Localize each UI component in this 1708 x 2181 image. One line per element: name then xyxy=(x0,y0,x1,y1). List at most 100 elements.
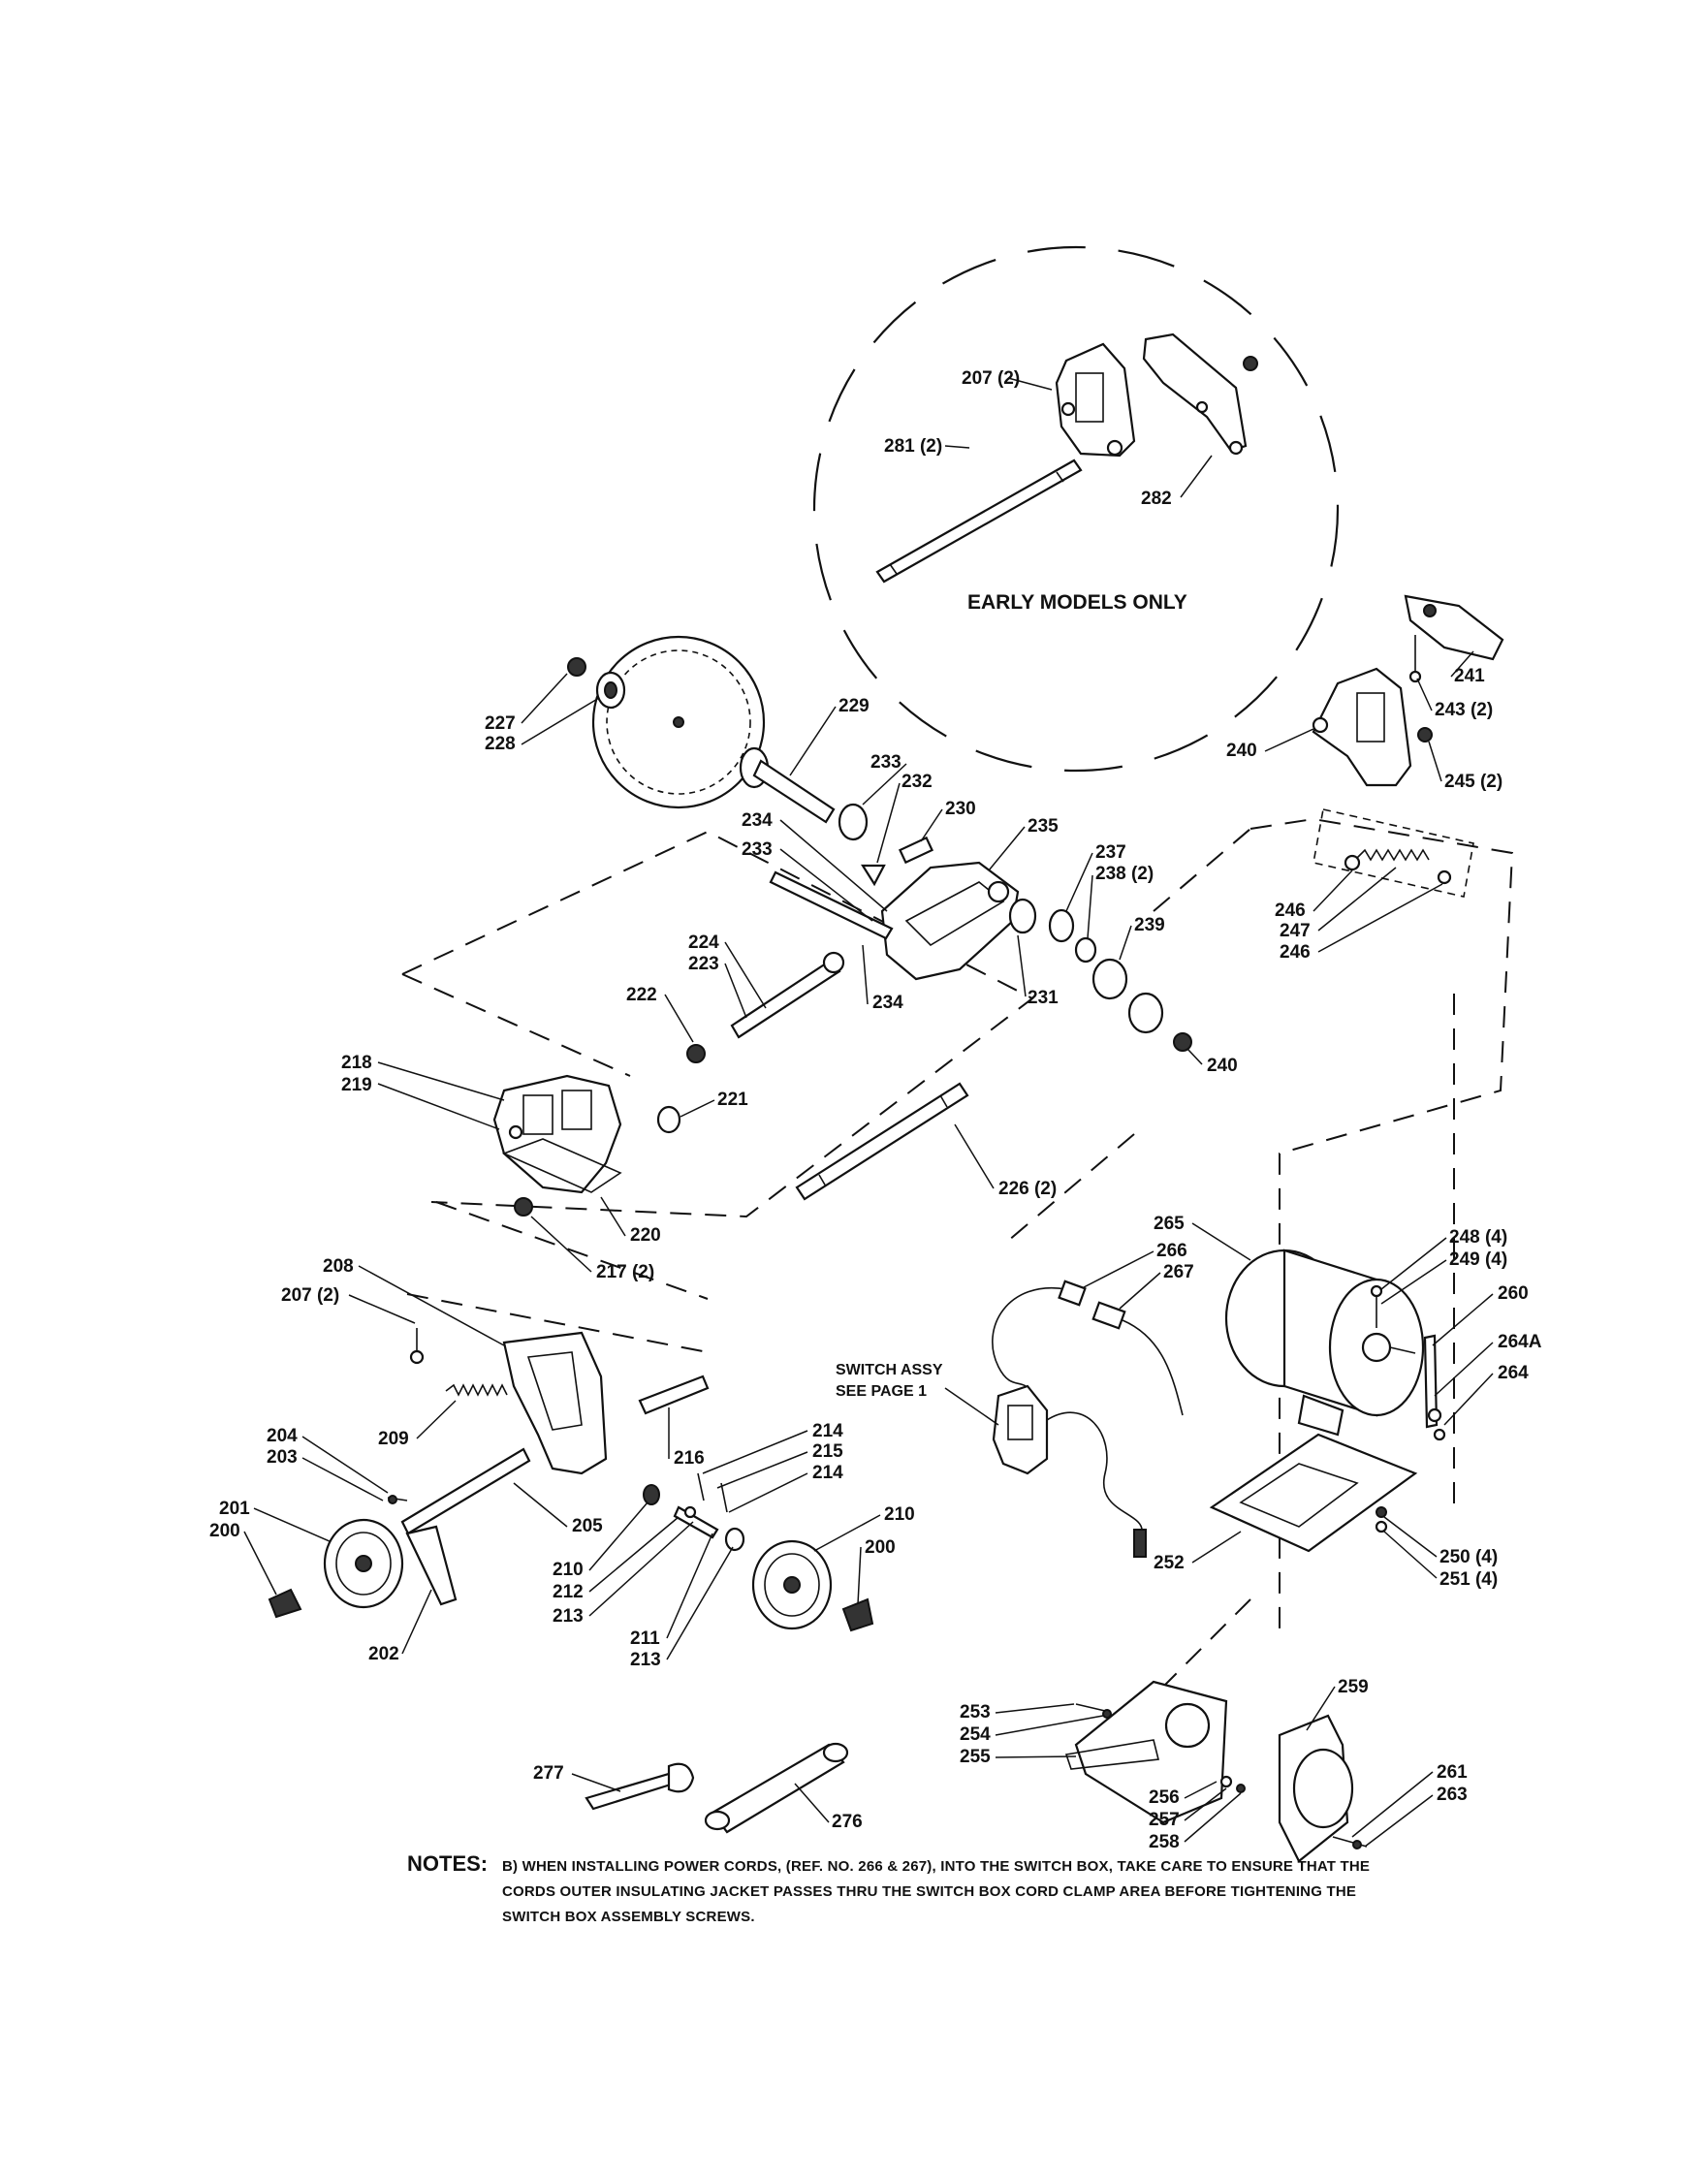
part-221-washer xyxy=(656,1105,681,1134)
label-263: 260 xyxy=(1498,1283,1529,1304)
motor-group: 265 248 (4) 249 (4) 260 264A 264 252 250… xyxy=(1154,1214,1542,1590)
label-228: 228 xyxy=(485,734,516,754)
part-256-258-hardware xyxy=(1219,1775,1246,1793)
label-233: 233 xyxy=(742,839,773,860)
label-258: 258 xyxy=(1149,1832,1180,1852)
handwheel-right: 214 215 214 210 200 210 212 213 211 213 xyxy=(553,1421,915,1670)
saw-blade xyxy=(591,635,766,809)
part-252-mount-plate xyxy=(1209,1433,1418,1553)
label-281: 281 (2) xyxy=(884,436,942,457)
label-276: 276 xyxy=(832,1812,863,1832)
part-276-wrench xyxy=(704,1742,849,1834)
notes-line-2: CORDS OUTER INSULATING JACKET PASSES THR… xyxy=(502,1883,1357,1900)
label-245: 245 (2) xyxy=(1444,772,1502,792)
part-210-washers xyxy=(643,1484,745,1552)
label-227: 227 xyxy=(485,713,516,734)
label-231-upper: 233 xyxy=(870,752,901,773)
label-214-bottom: 214 xyxy=(812,1463,843,1483)
label-226: 226 (2) xyxy=(998,1179,1057,1199)
part-228-washer xyxy=(595,671,626,710)
label-208: 208 xyxy=(323,1256,354,1277)
part-260-261-screw xyxy=(1332,1836,1368,1849)
part-211-213-pins xyxy=(673,1505,719,1539)
label-232: 232 xyxy=(901,772,933,792)
label-257: 257 xyxy=(1149,1810,1180,1830)
label-267: 267 xyxy=(1163,1262,1194,1282)
part-229-arbor-shaft xyxy=(739,746,836,824)
notes-line-1: B) WHEN INSTALLING POWER CORDS, (REF. NO… xyxy=(502,1858,1371,1875)
trunnion-group: 218 219 220 217 (2) xyxy=(341,1053,661,1282)
label-217: 217 (2) xyxy=(596,1262,654,1282)
motor-cover-group: 253 254 255 256 257 258 259 261 263 xyxy=(960,1677,1468,1863)
part-236-237-spacers xyxy=(1048,908,1097,964)
part-200-knob-right xyxy=(841,1597,874,1632)
label-200-left: 200 xyxy=(209,1521,240,1541)
part-218-trunnion xyxy=(492,1074,622,1194)
part-240-trunnion xyxy=(1312,667,1412,787)
label-218: 218 xyxy=(341,1053,372,1073)
part-209-spring xyxy=(445,1383,508,1397)
label-246-lower: 246 xyxy=(1280,942,1311,963)
part-245-nut xyxy=(1417,727,1433,743)
part-247-spring xyxy=(1344,848,1452,885)
label-214-top: 214 xyxy=(812,1421,843,1441)
assembly-dashed-outlines xyxy=(401,817,1514,1707)
label-260: 261 xyxy=(1437,1762,1468,1783)
switch-assy-line1: SWITCH ASSY xyxy=(836,1362,943,1378)
part-265-motor xyxy=(1224,1249,1425,1437)
part-208-bracket xyxy=(502,1331,608,1475)
part-239-nut xyxy=(1173,1032,1192,1052)
part-235-arbor-bracket xyxy=(880,861,1020,981)
label-238: 239 xyxy=(1134,915,1165,935)
label-250: 250 (4) xyxy=(1439,1547,1498,1567)
label-229: 229 xyxy=(838,696,870,716)
wrenches-group: 277 276 xyxy=(533,1742,863,1834)
label-261: 263 xyxy=(1437,1785,1468,1805)
part-214-215-pins xyxy=(697,1472,728,1513)
arbor-bracket-group: 233 232 230 235 234 233 234 231 237 238 … xyxy=(742,752,1238,1076)
label-256: 256 xyxy=(1149,1787,1180,1808)
label-231-lower: 231 xyxy=(1028,988,1059,1008)
label-237: 238 (2) xyxy=(1095,864,1154,884)
label-282: 282 xyxy=(1141,489,1172,509)
part-230-pin xyxy=(898,836,934,865)
part-248-249-screws xyxy=(1370,1284,1383,1328)
label-216: 216 xyxy=(674,1448,705,1469)
label-213-right: 213 xyxy=(630,1650,661,1670)
label-201: 201 xyxy=(219,1499,250,1519)
part-231-bearing-lower xyxy=(1008,898,1037,934)
part-277-wrench xyxy=(585,1762,695,1811)
label-280: 207 (2) xyxy=(962,368,1020,389)
part-217-nut xyxy=(514,1197,533,1217)
label-252: 252 xyxy=(1154,1553,1185,1573)
label-236: 237 xyxy=(1095,842,1126,863)
label-204: 204 xyxy=(267,1426,298,1446)
part-226-shaft xyxy=(795,1082,969,1201)
label-207: 207 (2) xyxy=(281,1285,339,1306)
label-203: 203 xyxy=(267,1447,298,1468)
label-230: 230 xyxy=(945,799,976,819)
part-200-knob xyxy=(268,1588,302,1619)
part-259-guard xyxy=(1278,1714,1354,1863)
part-281-shaft xyxy=(875,458,1083,584)
label-247: 247 xyxy=(1280,921,1311,941)
label-210-right: 210 xyxy=(884,1504,915,1525)
shafts-group: 224 223 222 221 226 (2) xyxy=(626,932,1057,1201)
label-266: 266 xyxy=(1156,1241,1187,1261)
notes-heading: NOTES: xyxy=(407,1851,489,1876)
label-200-right: 200 xyxy=(865,1537,896,1558)
label-213-left: 213 xyxy=(553,1606,584,1627)
notes-line-3: SWITCH BOX ASSEMBLY SCREWS. xyxy=(502,1909,755,1925)
handwheel-left: 204 203 201 200 202 xyxy=(209,1426,458,1664)
label-215: 215 xyxy=(812,1441,843,1462)
part-233-shaft xyxy=(769,870,894,940)
part-231-bearing xyxy=(838,803,869,841)
part-224-shaft xyxy=(730,951,845,1039)
label-241: 241 xyxy=(1454,666,1485,686)
label-239: 240 xyxy=(1207,1056,1238,1076)
part-250-251-nuts xyxy=(1375,1506,1388,1533)
switch-cords-group: SWITCH ASSY SEE PAGE 1 266 267 xyxy=(836,1241,1194,1558)
early-models-inset: 207 (2) 281 (2) 282 EARLY MODELS ONLY xyxy=(812,245,1340,773)
label-243: 243 (2) xyxy=(1435,700,1493,720)
